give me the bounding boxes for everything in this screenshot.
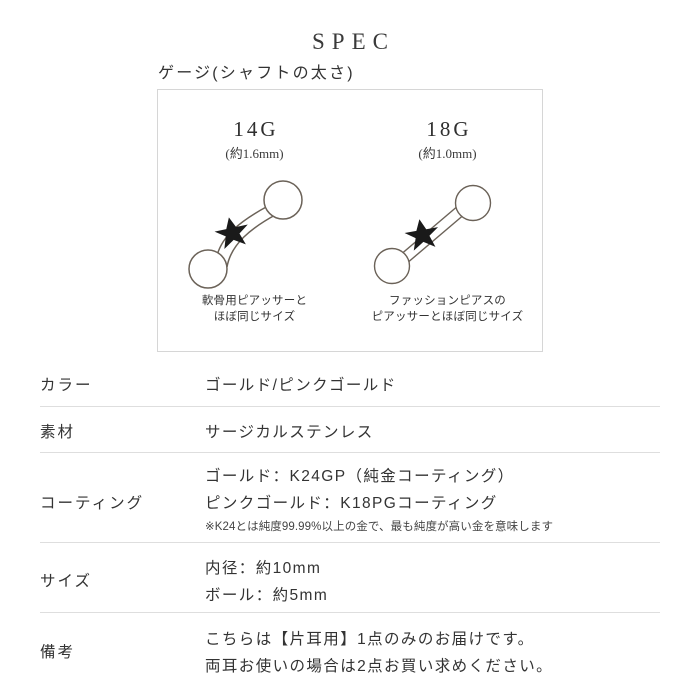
spec-value-line: ボール：約5mm [205,587,329,604]
spec-table: カラー ゴールド/ピンクゴールド 素材 サージカルステンレス コーティング ゴー… [40,360,660,685]
spec-row-value: ゴールド：K24GP（純金コーティング） ピンクゴールド：K18PGコーティング… [205,463,660,537]
spec-value-line: 両耳お使いの場合は2点お買い求めください。 [205,658,554,675]
gauge-caption-line-2: ピアッサーとほぼ同じサイズ [371,311,524,323]
gauge-size-label: 14G [233,117,279,141]
spec-row-label: 備考 [40,644,76,661]
spec-value-line: ピンクゴールド：K18PGコーティング [205,495,498,512]
gauge-heading: ゲージ(シャフトの太さ) [158,65,355,82]
gauge-item-18g: 18G (約1.0mm) ファッションピアスの ピアッサーとほぼ同じサイズ [351,90,544,353]
table-row: コーティング ゴールド：K24GP（純金コーティング） ピンクゴールド：K18P… [40,453,660,543]
gauge-caption-line-2: ほぼ同じサイズ [213,311,296,323]
gauge-comparison-box: 14G (約1.6mm) 軟骨用ピアッサーと ほぼ同じサイズ 18G (約1.0… [157,89,543,352]
spec-value-note: ※K24とは純度99.99%以上の金で、最も純度が高い金を意味します [205,521,554,533]
spec-value-line: 内径：約10mm [205,560,322,577]
spec-row-label: サイズ [40,573,93,590]
gauge-item-14g: 14G (約1.6mm) 軟骨用ピアッサーと ほぼ同じサイズ [158,90,351,353]
spec-row-label: コーティング [40,495,145,512]
spec-value-line: サージカルステンレス [205,424,374,441]
table-row: カラー ゴールド/ピンクゴールド [40,360,660,407]
spec-row-value: こちらは【片耳用】1点のみのお届けです。 両耳お使いの場合は2点お買い求めくださ… [205,626,660,680]
spec-row-value: サージカルステンレス [205,419,660,446]
barbell-18g-icon [351,170,544,290]
table-row: 素材 サージカルステンレス [40,407,660,453]
spec-value-line: こちらは【片耳用】1点のみのお届けです。 [205,631,535,648]
spec-row-value: 内径：約10mm ボール：約5mm [205,555,660,609]
page-title: SPEC [312,29,395,54]
table-row: サイズ 内径：約10mm ボール：約5mm [40,543,660,613]
spec-row-value: ゴールド/ピンクゴールド [205,372,660,399]
gauge-caption-14g: 軟骨用ピアッサーと ほぼ同じサイズ [158,293,351,325]
gauge-caption-line-1: 軟骨用ピアッサーと [201,295,308,307]
spec-value-line: ゴールド/ピンクゴールド [205,377,397,394]
gauge-size-label: 18G [426,117,472,141]
table-row: 備考 こちらは【片耳用】1点のみのお届けです。 両耳お使いの場合は2点お買い求め… [40,613,660,685]
spec-row-label: 素材 [40,424,76,441]
gauge-caption-line-1: ファッションピアスの [389,295,506,307]
gauge-mm-label: (約1.0mm) [418,146,477,161]
spec-row-label: カラー [40,377,93,394]
gauge-caption-18g: ファッションピアスの ピアッサーとほぼ同じサイズ [351,293,544,325]
barbell-14g-icon [158,170,351,290]
spec-value-line: ゴールド：K24GP（純金コーティング） [205,468,515,485]
gauge-mm-label: (約1.6mm) [225,146,284,161]
